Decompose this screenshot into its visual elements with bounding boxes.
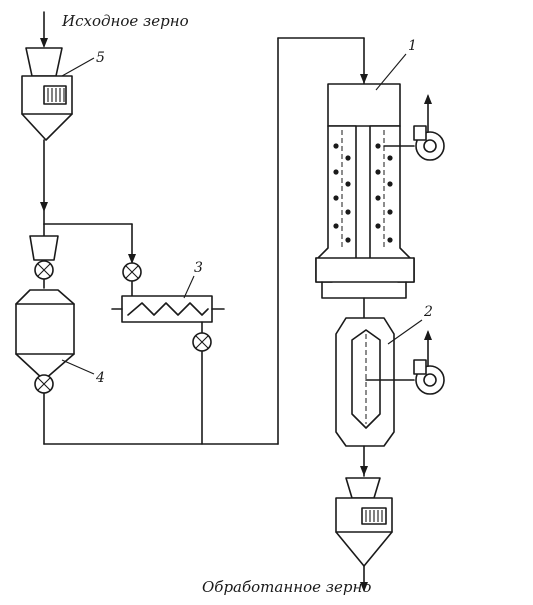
- output-hopper: [335, 477, 393, 592]
- leader-4: [61, 359, 95, 375]
- cooler-fan: [365, 330, 445, 395]
- output-label: Обработанное зерно: [202, 578, 371, 596]
- input-arrow: [40, 11, 48, 48]
- leader-2: [387, 319, 423, 345]
- screw-conveyor-3: [111, 262, 225, 445]
- leader-1: [375, 53, 407, 91]
- label-3: 3: [194, 260, 203, 276]
- tempering-bin-4: [15, 235, 75, 445]
- dryer-fan: [383, 94, 445, 161]
- label-5: 5: [96, 50, 105, 66]
- label-4: 4: [95, 370, 105, 386]
- label-2: 2: [423, 304, 433, 320]
- feed-line: [40, 139, 136, 264]
- leader-3: [183, 275, 195, 299]
- input-label: Исходное зерно: [61, 12, 189, 30]
- transfer-line: [43, 37, 368, 445]
- label-1: 1: [408, 38, 417, 54]
- leader-5: [61, 57, 95, 77]
- cooler-2: [335, 317, 395, 477]
- dryer-1: [315, 83, 415, 319]
- feed-hopper-5: [21, 47, 73, 141]
